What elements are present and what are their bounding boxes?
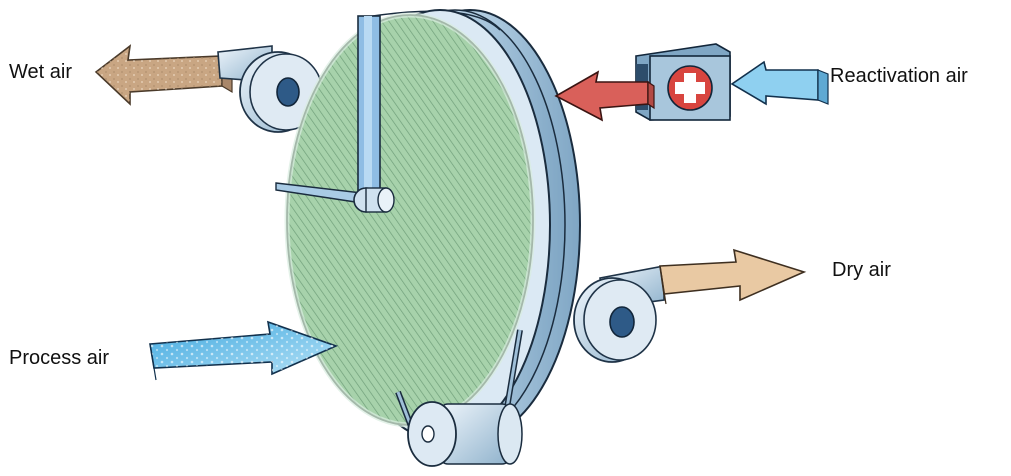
reactivation-air-label: Reactivation air [830,64,968,88]
wet-air-arrow [96,46,232,104]
rotor-wheel-icon [287,10,580,440]
process-air-label: Process air [9,346,109,370]
reactivation-air-arrow [732,62,828,104]
dry-air-blower-fan-icon [574,266,664,362]
heater-icon [636,44,730,120]
dry-air-label: Dry air [832,258,891,282]
wet-air-label: Wet air [9,60,72,84]
dry-air-arrow [660,250,804,304]
